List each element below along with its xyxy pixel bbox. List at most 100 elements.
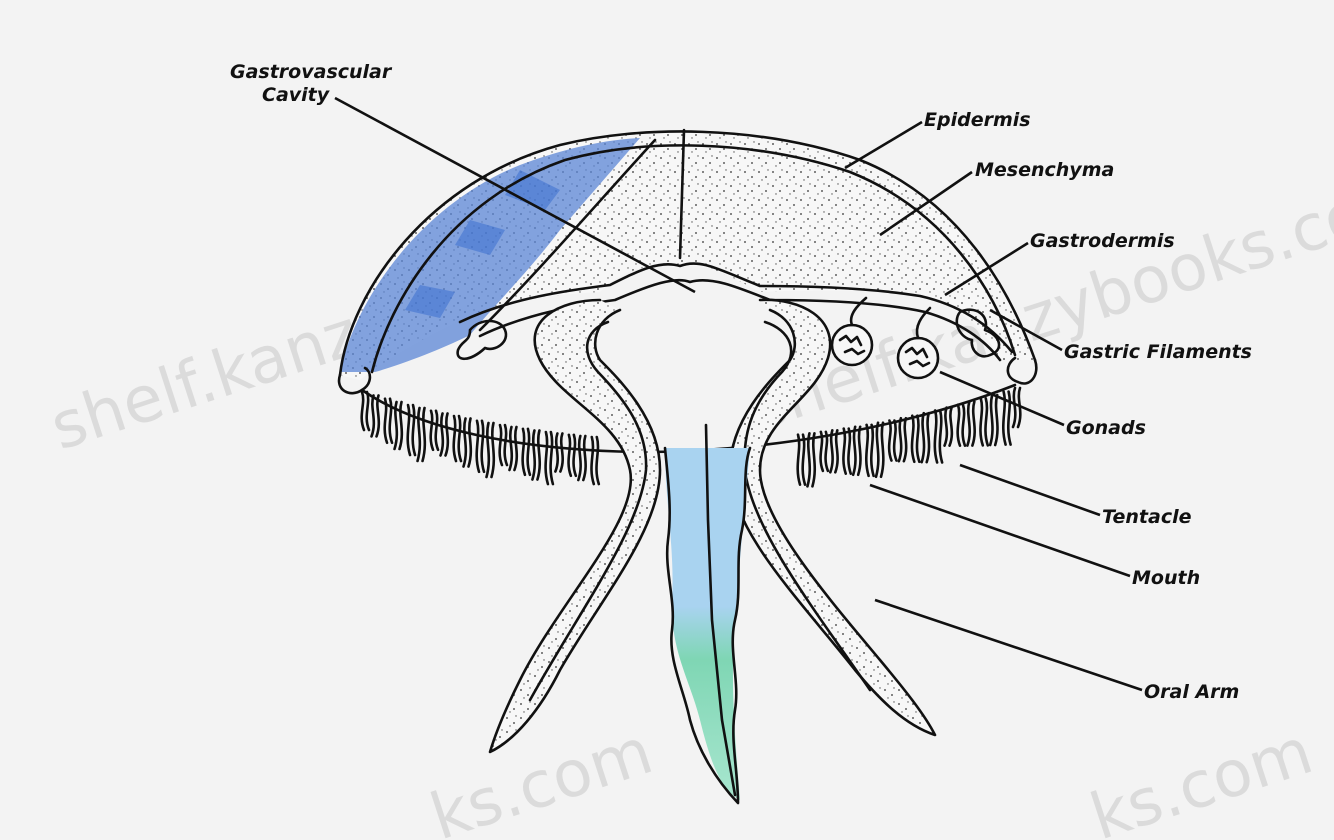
marginal-tentacle-edge (917, 416, 919, 462)
marginal-tentacle (853, 427, 855, 475)
label-gastrovascular-line2: Cavity (262, 84, 331, 106)
marginal-tentacle-edge (413, 405, 415, 455)
marginal-tentacle-edge (881, 423, 883, 477)
marginal-tentacle (830, 430, 832, 472)
marginal-tentacle-edge (400, 402, 402, 449)
marginal-tentacle (362, 392, 364, 430)
marginal-tentacle-edge (551, 432, 553, 484)
marginal-tentacle (990, 395, 992, 445)
marginal-tentacle (889, 421, 891, 461)
marginal-tentacle (967, 402, 969, 446)
marginal-tentacle-edge (858, 427, 860, 475)
marginal-tentacle (569, 435, 571, 476)
marginal-tentacle-edge (514, 427, 516, 470)
oral-arm-left-fill (490, 300, 660, 752)
marginal-tentacle (454, 416, 456, 461)
marginal-tentacle-edge (491, 423, 493, 477)
marginal-tentacle (591, 437, 593, 484)
marginal-tentacle-edge (583, 436, 585, 480)
marginal-tentacle-edge (446, 413, 448, 455)
marginal-tentacle (578, 436, 580, 480)
marginal-tentacle-edge (574, 435, 576, 476)
leader-mouth (870, 485, 1130, 576)
marginal-tentacle (843, 429, 845, 474)
gonad-left (832, 325, 872, 365)
marginal-tentacle (866, 425, 868, 476)
marginal-tentacle (899, 418, 901, 461)
marginal-tentacle-edge (528, 429, 530, 475)
label-gastrovascular-line1: Gastrovascular (230, 61, 393, 83)
marginal-tentacle (876, 423, 878, 477)
label-epidermis: Epidermis (924, 109, 1031, 131)
marginal-tentacle (807, 433, 809, 486)
marginal-tentacle-edge (423, 408, 425, 461)
label-tentacle: Tentacle (1102, 506, 1192, 528)
marginal-tentacle-edge (436, 411, 438, 450)
leader-oral-arm (875, 600, 1142, 690)
marginal-tentacle-edge (812, 433, 814, 486)
marginal-tentacle (922, 413, 924, 462)
marginal-tentacle-edge (950, 408, 952, 446)
marginal-tentacle-edge (803, 435, 805, 485)
marginal-tentacle-edge (904, 418, 906, 461)
marginal-tentacle (980, 398, 982, 445)
marginal-tentacle-edge (459, 416, 461, 461)
marginal-tentacle-edge (927, 413, 929, 462)
label-gastrodermis: Gastrodermis (1030, 230, 1175, 252)
marginal-tentacle-edge (505, 425, 507, 465)
leader-tentacle (960, 465, 1100, 515)
label-gastric-filaments: Gastric Filaments (1064, 341, 1252, 363)
marginal-tentacle-edge (560, 434, 562, 472)
marginal-tentacle (945, 408, 947, 446)
marginal-tentacle-edge (894, 421, 896, 461)
marginal-tentacle-edge (835, 430, 837, 472)
label-mesenchyma: Mesenchyma (975, 159, 1114, 181)
marginal-tentacle (1013, 388, 1015, 427)
watermark-bottom-right: ks.com (1082, 715, 1321, 840)
leader-epidermis (845, 122, 922, 168)
marginal-tentacle (546, 432, 548, 484)
marginal-tentacle (464, 418, 466, 466)
marginal-tentacle-edge (940, 410, 942, 462)
label-mouth: Mouth (1132, 567, 1200, 589)
marginal-tentacle (385, 399, 387, 443)
marginal-tentacle-edge (848, 429, 850, 474)
marginal-tentacle (477, 421, 479, 472)
label-gonads: Gonads (1066, 417, 1146, 439)
watermark-bottom-left: ks.com (422, 715, 661, 840)
marginal-tentacle (500, 425, 502, 465)
marginal-tentacle (509, 427, 511, 470)
marginal-tentacle (486, 423, 488, 477)
marginal-tentacle (395, 402, 397, 449)
marginal-tentacle-edge (596, 437, 598, 484)
marginal-tentacle-edge (995, 395, 997, 445)
marginal-tentacle (418, 408, 420, 461)
marginal-tentacle-edge (537, 431, 539, 480)
marginal-tentacle (523, 429, 525, 475)
marginal-tentacle (912, 416, 914, 462)
marginal-tentacle-edge (469, 418, 471, 466)
marginal-tentacle-edge (482, 421, 484, 472)
marginal-tentacle-edge (367, 392, 369, 430)
marginal-tentacle-edge (377, 395, 379, 436)
marginal-tentacle (555, 434, 557, 472)
marginal-tentacle-edge (826, 432, 828, 471)
marginal-tentacle-edge (972, 402, 974, 446)
marginal-tentacle (372, 395, 374, 436)
marginal-tentacle-edge (963, 405, 965, 446)
gonad-right (898, 338, 938, 378)
marginal-tentacle-edge (871, 425, 873, 476)
marginal-tentacle-edge (1008, 392, 1010, 445)
marginal-tentacle (798, 435, 800, 485)
marginal-tentacle-edge (390, 399, 392, 443)
marginal-tentacle (441, 413, 443, 455)
marginal-tentacle (821, 432, 823, 471)
marginal-tentacle (935, 410, 937, 462)
marginal-tentacle (408, 405, 410, 455)
marginal-tentacle (958, 405, 960, 446)
marginal-tentacle (532, 431, 534, 480)
marginal-tentacle (431, 411, 433, 450)
label-oral-arm: Oral Arm (1144, 681, 1239, 703)
bell (339, 130, 1036, 452)
